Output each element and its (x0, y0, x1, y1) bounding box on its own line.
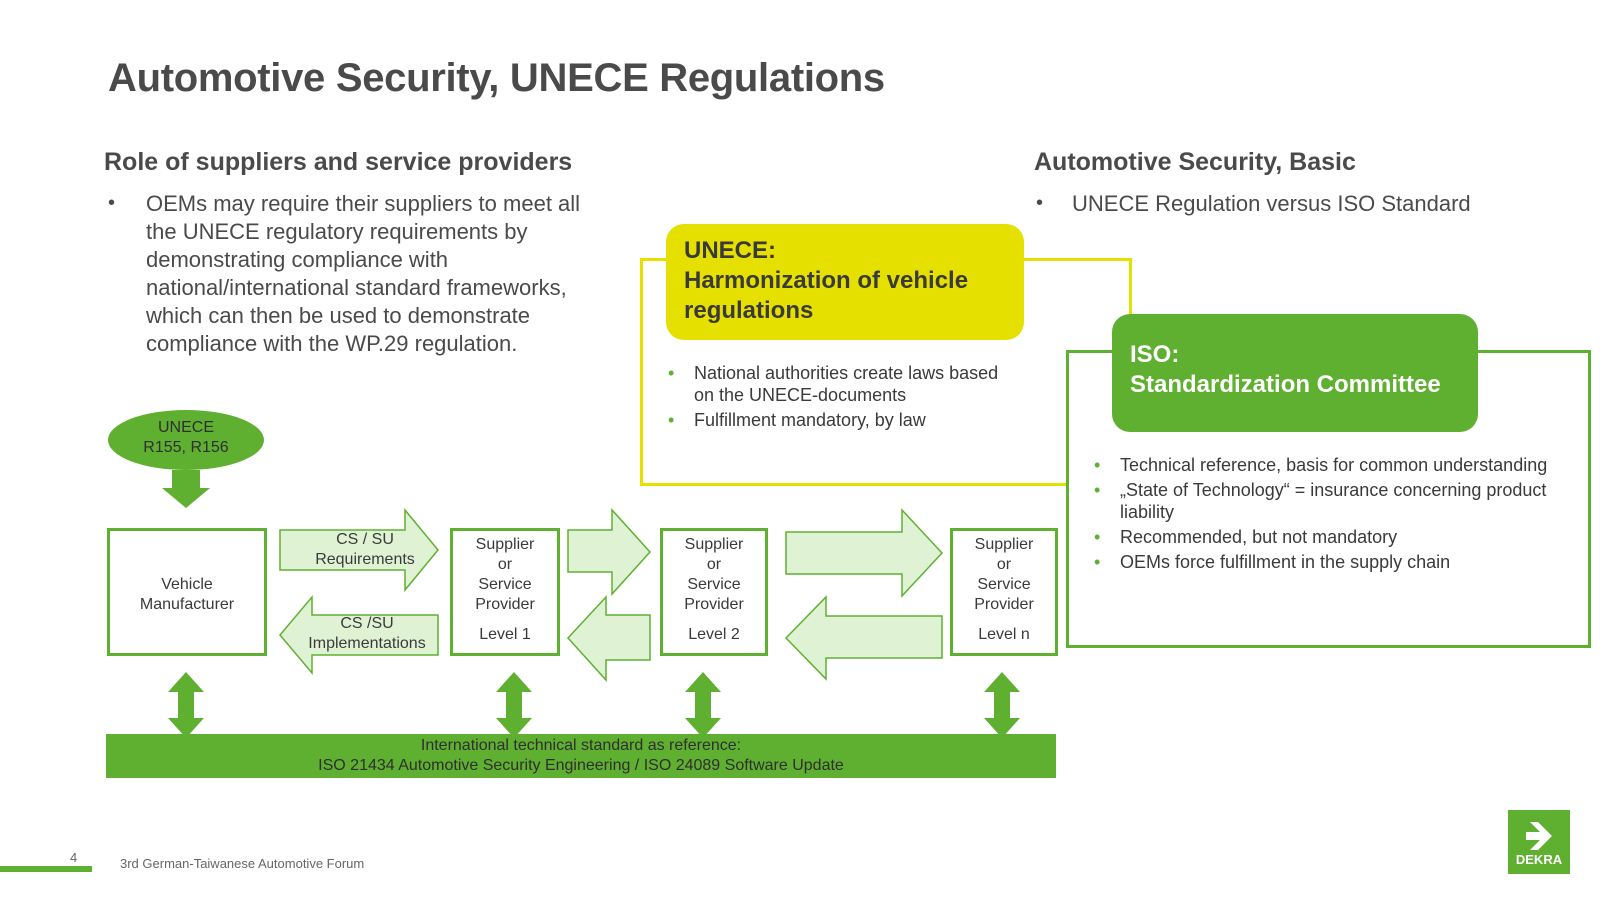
iso-item-1: Technical reference, basis for common un… (1090, 454, 1560, 476)
s2-line4: Provider (684, 596, 744, 613)
unece-item-1: National authorities create laws based o… (664, 362, 1004, 406)
double-arrow-icon (168, 672, 204, 738)
s1-line4: Provider (475, 596, 535, 613)
double-arrow-icon (685, 672, 721, 738)
implementations-label: CS /SU Implementations (292, 614, 442, 654)
implementations-line1: CS /SU (340, 615, 394, 632)
s2-line2: or (706, 556, 722, 573)
requirements-line2: Requirements (315, 551, 415, 568)
standard-bar-line2: ISO 21434 Automotive Security Engineerin… (318, 757, 844, 774)
sn-line3: Service (977, 576, 1031, 593)
supplier-level-1-box: Supplier or Service Provider Level 1 (450, 528, 560, 656)
left-arrow-sn-s2 (784, 595, 943, 681)
double-arrow-icon (984, 672, 1020, 738)
s1-line3: Service (478, 576, 532, 593)
standard-bar-text: International technical standard as refe… (106, 736, 1056, 776)
vehicle-line1: Vehicle (161, 576, 213, 593)
implementations-arrow (279, 594, 439, 676)
right-heading: Automotive Security, Basic (1034, 148, 1356, 176)
s1-line2: or (497, 556, 513, 573)
dekra-logo-text: DEKRA (1515, 852, 1563, 867)
sn-line1: Supplier (974, 536, 1034, 553)
s2-line3: Service (687, 576, 741, 593)
s1-line1: Supplier (475, 536, 535, 553)
page-title: Automotive Security, UNECE Regulations (108, 56, 885, 100)
right-bullet-text: UNECE Regulation versus ISO Standard (1072, 191, 1471, 216)
standard-bar-line1: International technical standard as refe… (420, 737, 742, 754)
iso-item-4: OEMs force fulfillment in the supply cha… (1090, 551, 1560, 573)
standard-bar (106, 734, 1056, 778)
iso-item-2: „State of Technology“ = insurance concer… (1090, 479, 1560, 523)
sn-line2: or (996, 556, 1012, 573)
unece-oval-line1: UNECE (157, 419, 214, 436)
dekra-logo: DEKRA (1508, 810, 1570, 874)
footer-accent-bar (0, 866, 92, 872)
supplier-level-n-box: Supplier or Service Provider Level n (950, 528, 1058, 656)
requirements-label: CS / SU Requirements (290, 530, 440, 570)
iso-header-line2: Standardization Committee (1130, 371, 1441, 398)
unece-oval-line2: R155, R156 (143, 439, 229, 456)
left-bullet-dot: • (108, 192, 116, 214)
unece-header-box: UNECE: Harmonization of vehicle regulati… (666, 224, 1024, 340)
iso-item-3: Recommended, but not mandatory (1090, 526, 1560, 548)
unece-item-2: Fulfillment mandatory, by law (664, 409, 1004, 431)
iso-header-box: ISO: Standardization Committee (1112, 314, 1478, 432)
requirements-arrow (279, 507, 439, 593)
unece-header-line1: UNECE: (684, 237, 777, 264)
page-number: 4 (70, 850, 78, 865)
iso-list: Technical reference, basis for common un… (1090, 454, 1560, 576)
s1-level: Level 1 (479, 626, 531, 643)
unece-oval (108, 410, 264, 470)
sn-line4: Provider (974, 596, 1034, 613)
sn-level: Level n (978, 626, 1030, 643)
dekra-mark-icon (1526, 822, 1552, 850)
vehicle-line2: Manufacturer (139, 596, 235, 613)
requirements-line1: CS / SU (336, 531, 394, 548)
s2-line1: Supplier (684, 536, 744, 553)
double-arrow-icon (496, 672, 532, 738)
footer-event: 3rd German-Taiwanese Automotive Forum (120, 856, 365, 871)
vehicle-manufacturer-box: Vehicle Manufacturer (107, 528, 267, 656)
left-arrow-s2-s1 (566, 595, 651, 682)
unece-header-line2: Harmonization of vehicle regulations (684, 267, 969, 324)
down-arrow-icon (162, 470, 210, 508)
unece-list: National authorities create laws based o… (664, 362, 1004, 434)
unece-oval-label: UNECE R155, R156 (108, 418, 264, 458)
s2-level: Level 2 (688, 626, 740, 643)
right-arrow-s2-sn (785, 508, 944, 598)
iso-header-line1: ISO: (1130, 341, 1180, 368)
double-arrows (168, 672, 1020, 738)
right-arrow-s1-s2 (567, 508, 652, 596)
left-bullet-text: OEMs may require their suppliers to meet… (146, 191, 581, 356)
right-bullet-dot: • (1036, 192, 1044, 214)
supplier-level-2-box: Supplier or Service Provider Level 2 (660, 528, 768, 656)
left-heading: Role of suppliers and service providers (104, 148, 573, 176)
implementations-line2: Implementations (308, 635, 426, 652)
